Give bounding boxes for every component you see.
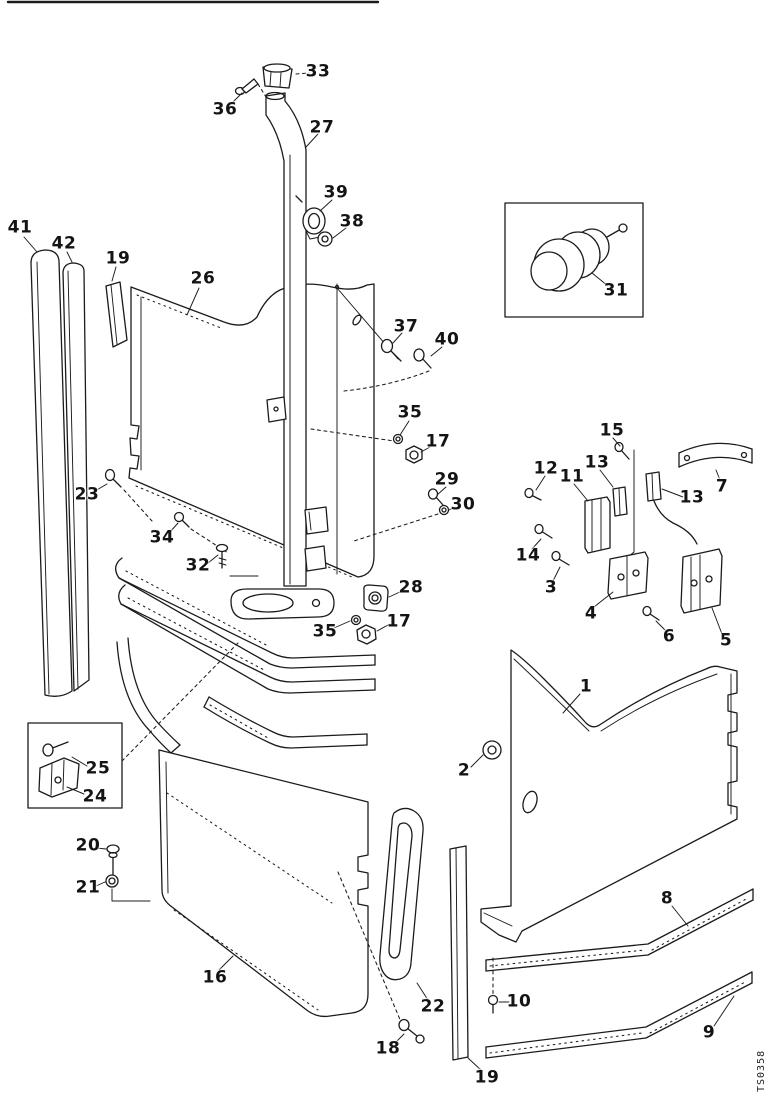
callout-17: 17 bbox=[425, 431, 451, 452]
callout-28: 28 bbox=[398, 577, 424, 598]
part-34-trim-strips bbox=[115, 557, 376, 754]
part-9-rail bbox=[485, 971, 753, 1059]
part-23-bolt bbox=[104, 468, 153, 522]
callout-2: 2 bbox=[457, 760, 471, 781]
part-26-panel bbox=[128, 283, 375, 578]
callout-10: 10 bbox=[506, 991, 532, 1012]
callout-12: 12 bbox=[533, 458, 559, 479]
callout-13: 13 bbox=[584, 452, 610, 473]
callout-8: 8 bbox=[660, 888, 674, 909]
callout-38: 38 bbox=[339, 211, 365, 232]
part-35-17-upper bbox=[310, 428, 423, 464]
callout-20: 20 bbox=[75, 835, 101, 856]
callout-22: 22 bbox=[420, 996, 446, 1017]
inset-box-24-25 bbox=[27, 642, 239, 809]
callout-31: 31 bbox=[603, 280, 629, 301]
callout-41: 41 bbox=[7, 217, 33, 238]
part-20-21 bbox=[105, 844, 151, 902]
part-19-strip-top bbox=[105, 281, 128, 348]
callout-4: 4 bbox=[584, 603, 598, 624]
inset-box-31 bbox=[504, 202, 644, 318]
part-28-35-17-lower bbox=[350, 584, 389, 645]
callout-36: 36 bbox=[212, 99, 238, 120]
callout-35: 35 bbox=[397, 402, 423, 423]
callout-29: 29 bbox=[434, 469, 460, 490]
callout-7: 7 bbox=[715, 476, 729, 497]
drawing-code: TS0358 bbox=[756, 1049, 767, 1092]
callout-19: 19 bbox=[474, 1067, 500, 1088]
callout-32: 32 bbox=[185, 555, 211, 576]
part-19-strip-bottom bbox=[449, 845, 469, 1061]
leader-lines bbox=[23, 72, 735, 1072]
part-37-40-bolts bbox=[334, 284, 432, 392]
part-42-strip bbox=[62, 262, 90, 692]
callout-39: 39 bbox=[323, 182, 349, 203]
callout-16: 16 bbox=[202, 967, 228, 988]
part-39-clamp bbox=[295, 195, 326, 240]
part-41-strip bbox=[30, 249, 73, 697]
callout-5: 5 bbox=[719, 630, 733, 651]
part-1-panel bbox=[480, 649, 738, 943]
part-33-cap bbox=[262, 63, 293, 89]
callout-33: 33 bbox=[305, 61, 331, 82]
part-10-bolt bbox=[487, 957, 499, 1014]
part-38-nut bbox=[317, 231, 333, 247]
part-34-screw bbox=[173, 511, 229, 554]
callout-35: 35 bbox=[312, 621, 338, 642]
callout-21: 21 bbox=[75, 877, 101, 898]
callout-30: 30 bbox=[450, 494, 476, 515]
callout-17: 17 bbox=[386, 611, 412, 632]
callout-42: 42 bbox=[51, 233, 77, 254]
callout-13: 13 bbox=[679, 487, 705, 508]
part-29-30 bbox=[353, 488, 450, 542]
part-27-column bbox=[230, 91, 335, 620]
callout-19: 19 bbox=[105, 248, 131, 269]
part-16-panel bbox=[158, 749, 369, 1018]
callout-1: 1 bbox=[579, 676, 593, 697]
part-22-handle bbox=[379, 807, 424, 981]
part-8-rail bbox=[485, 888, 754, 972]
callout-14: 14 bbox=[515, 545, 541, 566]
callout-40: 40 bbox=[434, 329, 460, 350]
callout-15: 15 bbox=[599, 420, 625, 441]
callout-24: 24 bbox=[82, 786, 108, 807]
part-18-bolt bbox=[337, 871, 425, 1044]
bracket-cluster bbox=[524, 441, 753, 621]
part-32-screw bbox=[215, 543, 259, 577]
callout-25: 25 bbox=[85, 758, 111, 779]
callout-27: 27 bbox=[309, 117, 335, 138]
callout-9: 9 bbox=[702, 1022, 716, 1043]
callout-23: 23 bbox=[74, 484, 100, 505]
callout-34: 34 bbox=[149, 527, 175, 548]
callout-6: 6 bbox=[662, 626, 676, 647]
callout-26: 26 bbox=[190, 268, 216, 289]
callout-11: 11 bbox=[559, 466, 585, 487]
callout-3: 3 bbox=[544, 577, 558, 598]
callout-37: 37 bbox=[393, 316, 419, 337]
callout-18: 18 bbox=[375, 1038, 401, 1059]
